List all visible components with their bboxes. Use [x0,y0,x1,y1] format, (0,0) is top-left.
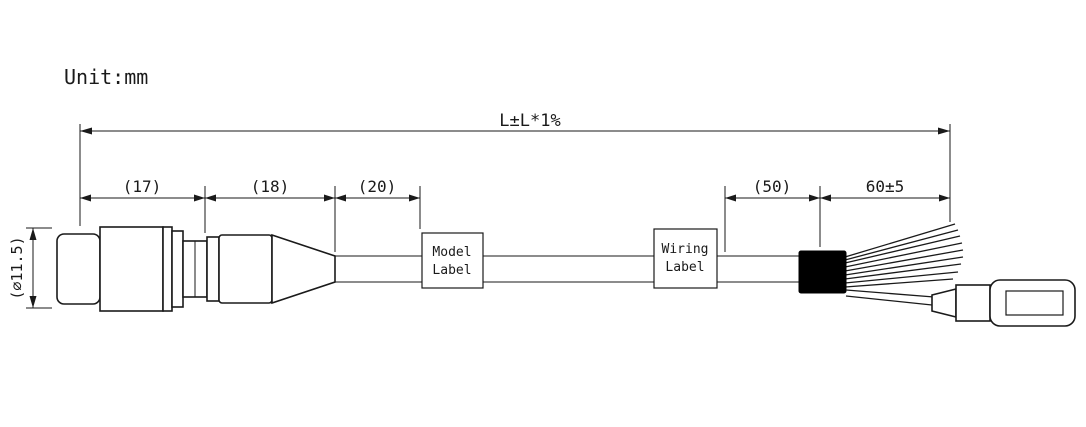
model-label-line1: Model [432,245,471,260]
dim-segments-left: (17) (18) (20) [80,177,421,252]
arrowhead [939,194,950,202]
dc-plug [845,279,1076,327]
arrowhead [80,194,91,202]
model-label-line2: Label [432,263,471,278]
backshell-body [218,234,273,304]
dim-overall-text: L±L*1% [499,111,560,131]
stripped-wire [844,223,956,258]
dim-20-text: (20) [358,177,397,196]
dim-segments-right: (50) 60±5 [724,177,950,252]
plug-wire-edge [845,289,935,298]
arrowhead [725,194,736,202]
arrowhead [205,194,216,202]
arrowhead [194,194,205,202]
coupling-ring [171,230,184,308]
arrowhead [938,127,950,135]
stripped-wire [844,256,964,276]
wiring-label-box: Wiring Label [653,228,718,289]
arrowhead [409,194,420,202]
arrowhead [324,194,335,202]
plug-slot [1005,290,1064,316]
stripped-wire [844,235,961,264]
dim-diameter-text: (∅11.5) [8,236,26,299]
left-connector [56,226,208,312]
coupling-ring [162,226,173,312]
backshell-collar [206,236,220,302]
wiring-label-outline [653,228,718,289]
stripped-wire [844,278,954,288]
arrowhead [80,127,92,135]
stripped-wire [844,263,962,280]
heat-shrink-tube [798,250,847,294]
cable [335,255,800,283]
arrowhead [29,228,37,240]
wiring-label-line1: Wiring [662,242,709,257]
arrowhead [29,296,37,308]
connector-rear-cap [56,233,101,305]
dim-overall: L±L*1% [79,111,951,226]
plug-ribbed-collar [955,284,991,322]
stripped-wire [844,229,959,261]
unit-note: Unit:mm [64,65,148,89]
arrowhead [335,194,346,202]
backshell [206,233,336,305]
stripped-wire [844,242,963,268]
wire-fan [844,223,964,288]
dim-50-text: (50) [753,177,792,196]
dim-60-text: 60±5 [866,177,905,196]
wiring-label-line2: Label [665,260,704,275]
knurled-grip [99,226,164,312]
dim-diameter: (∅11.5) [8,227,52,309]
model-label-box: Model Label [421,232,484,289]
dim-18-text: (18) [251,177,290,196]
plug-boot [931,287,957,319]
plug-wire-edge [845,295,933,306]
stripped-wire [844,249,964,272]
arrowhead [809,194,820,202]
arrowhead [820,194,831,202]
backshell-taper [271,233,336,305]
stripped-wire [844,271,959,284]
dim-17-text: (17) [123,177,162,196]
model-label-outline [421,232,484,289]
